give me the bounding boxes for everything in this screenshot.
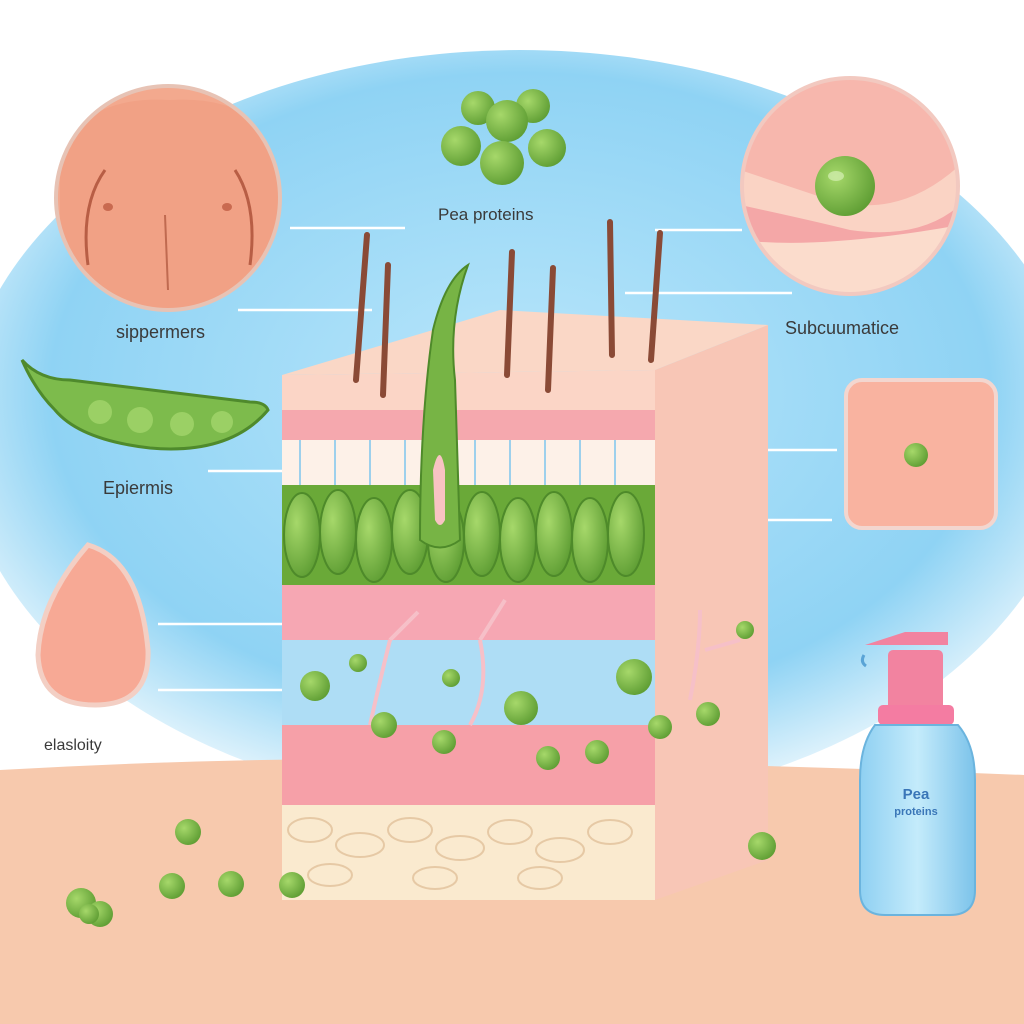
bottle-label-line1: Pea <box>878 786 954 803</box>
label-pea-proteins: Pea proteins <box>438 205 533 225</box>
label-sippermers: sippermers <box>116 322 205 343</box>
collagen-square <box>846 380 996 528</box>
bottle-label-line2: proteins <box>878 806 954 818</box>
label-elasticity: elasloity <box>44 737 102 755</box>
label-epidermis: Epiermis <box>103 478 173 499</box>
label-subcutaneous: Subcuumatice <box>785 318 899 339</box>
